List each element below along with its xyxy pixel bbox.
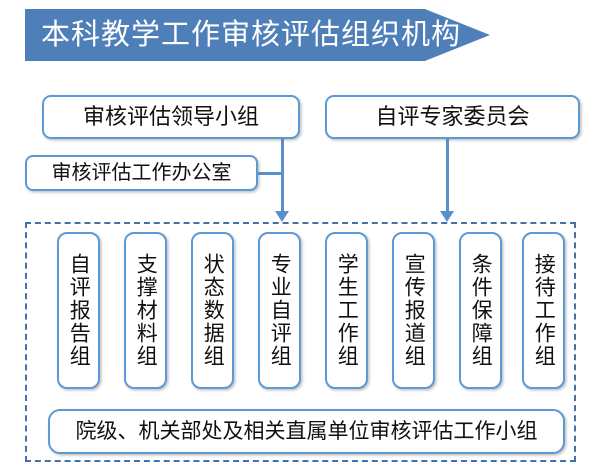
working-groups-container: [25, 222, 576, 462]
node-working-group-6[interactable]: 宣传报道组: [392, 232, 435, 389]
node-working-group-5-label: 学生工作组: [335, 253, 360, 368]
node-work-office-label: 审核评估工作办公室: [51, 161, 232, 184]
node-leadership-group[interactable]: 审核评估领导小组: [42, 95, 300, 139]
node-working-group-7[interactable]: 条件保障组: [459, 232, 502, 389]
node-working-group-2[interactable]: 支撑材料组: [124, 232, 167, 389]
node-working-group-2-label: 支撑材料组: [134, 253, 159, 368]
node-unit-working-group[interactable]: 院级、机关部处及相关直属单位审核评估工作小组: [48, 409, 565, 454]
node-working-group-4[interactable]: 专业自评组: [258, 232, 301, 389]
node-working-group-5[interactable]: 学生工作组: [325, 232, 368, 389]
node-working-group-4-label: 专业自评组: [268, 253, 293, 368]
chart-title-text: 本科教学工作审核评估组织机构: [41, 18, 462, 51]
node-working-group-3[interactable]: 状态数据组: [191, 232, 234, 389]
connector-leadership-vertical: [281, 138, 284, 212]
node-working-group-8-label: 接待工作组: [532, 253, 557, 368]
chart-title-banner: 本科教学工作审核评估组织机构: [25, 9, 490, 61]
node-working-group-1-label: 自评报告组: [67, 253, 92, 368]
node-work-office[interactable]: 审核评估工作办公室: [25, 155, 258, 191]
node-working-group-7-label: 条件保障组: [469, 253, 494, 368]
arrow-down-icon-expert: [440, 211, 454, 222]
arrow-down-icon-leadership: [275, 211, 289, 222]
node-unit-working-group-label: 院级、机关部处及相关直属单位审核评估工作小组: [75, 419, 538, 444]
node-working-group-3-label: 状态数据组: [201, 253, 226, 368]
node-working-group-8[interactable]: 接待工作组: [522, 232, 565, 389]
node-working-group-1[interactable]: 自评报告组: [57, 232, 100, 389]
connector-office-horizontal: [258, 172, 283, 175]
node-leadership-group-label: 审核评估领导小组: [82, 104, 259, 130]
connector-expert-vertical: [446, 138, 449, 212]
node-working-group-6-label: 宣传报道组: [402, 253, 427, 368]
node-expert-committee-label: 自评专家委员会: [375, 104, 530, 130]
node-expert-committee[interactable]: 自评专家委员会: [325, 95, 580, 139]
